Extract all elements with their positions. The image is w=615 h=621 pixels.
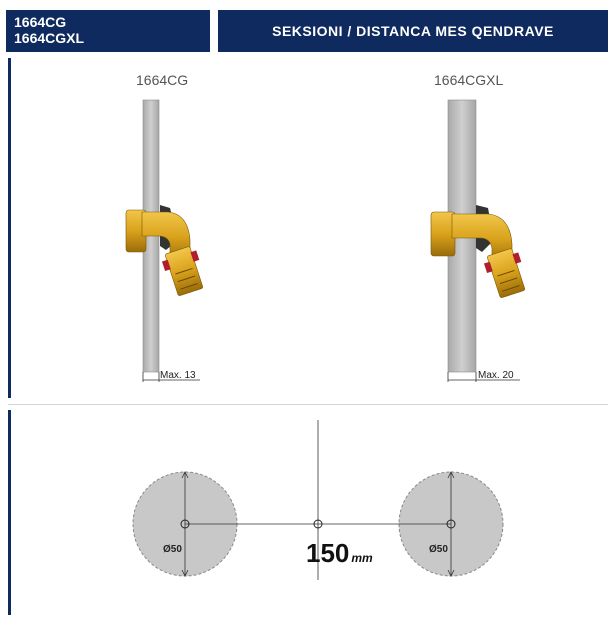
distance-unit: mm <box>351 551 373 565</box>
diameter-label-right: Ø50 <box>429 544 448 555</box>
header-title-text: SEKSIONI / DISTANCA MES QENDRAVE <box>272 23 554 39</box>
left-accent-bar-bottom <box>8 410 11 615</box>
left-accent-bar-top <box>8 58 11 398</box>
header-title: SEKSIONI / DISTANCA MES QENDRAVE <box>218 10 608 52</box>
center-distance-diagram <box>132 420 504 580</box>
fitting-1664cgxl-drawing <box>430 99 525 382</box>
diameter-label-left: Ø50 <box>163 544 182 555</box>
center-mark-middle <box>313 519 323 529</box>
model-label-1664cg: 1664CG <box>136 72 189 88</box>
center-mark-left <box>180 519 190 529</box>
header-model-2: 1664CGXL <box>14 30 85 46</box>
section-divider <box>8 404 608 405</box>
max-label-1664cg: Max. 13 <box>160 370 196 381</box>
outlet-1664cgxl <box>483 248 525 298</box>
nut-1664cgxl <box>430 211 456 257</box>
max-label-1664cgxl: Max. 20 <box>478 370 514 381</box>
fitting-1664cg-drawing <box>125 99 203 382</box>
distance-value: 150 <box>306 538 349 568</box>
outlet-1664cg <box>161 246 203 296</box>
header-models: 1664CG 1664CGXL <box>6 10 210 52</box>
center-mark-right <box>446 519 456 529</box>
header-model-1: 1664CG <box>14 14 67 30</box>
model-label-1664cgxl: 1664CGXL <box>434 72 504 88</box>
